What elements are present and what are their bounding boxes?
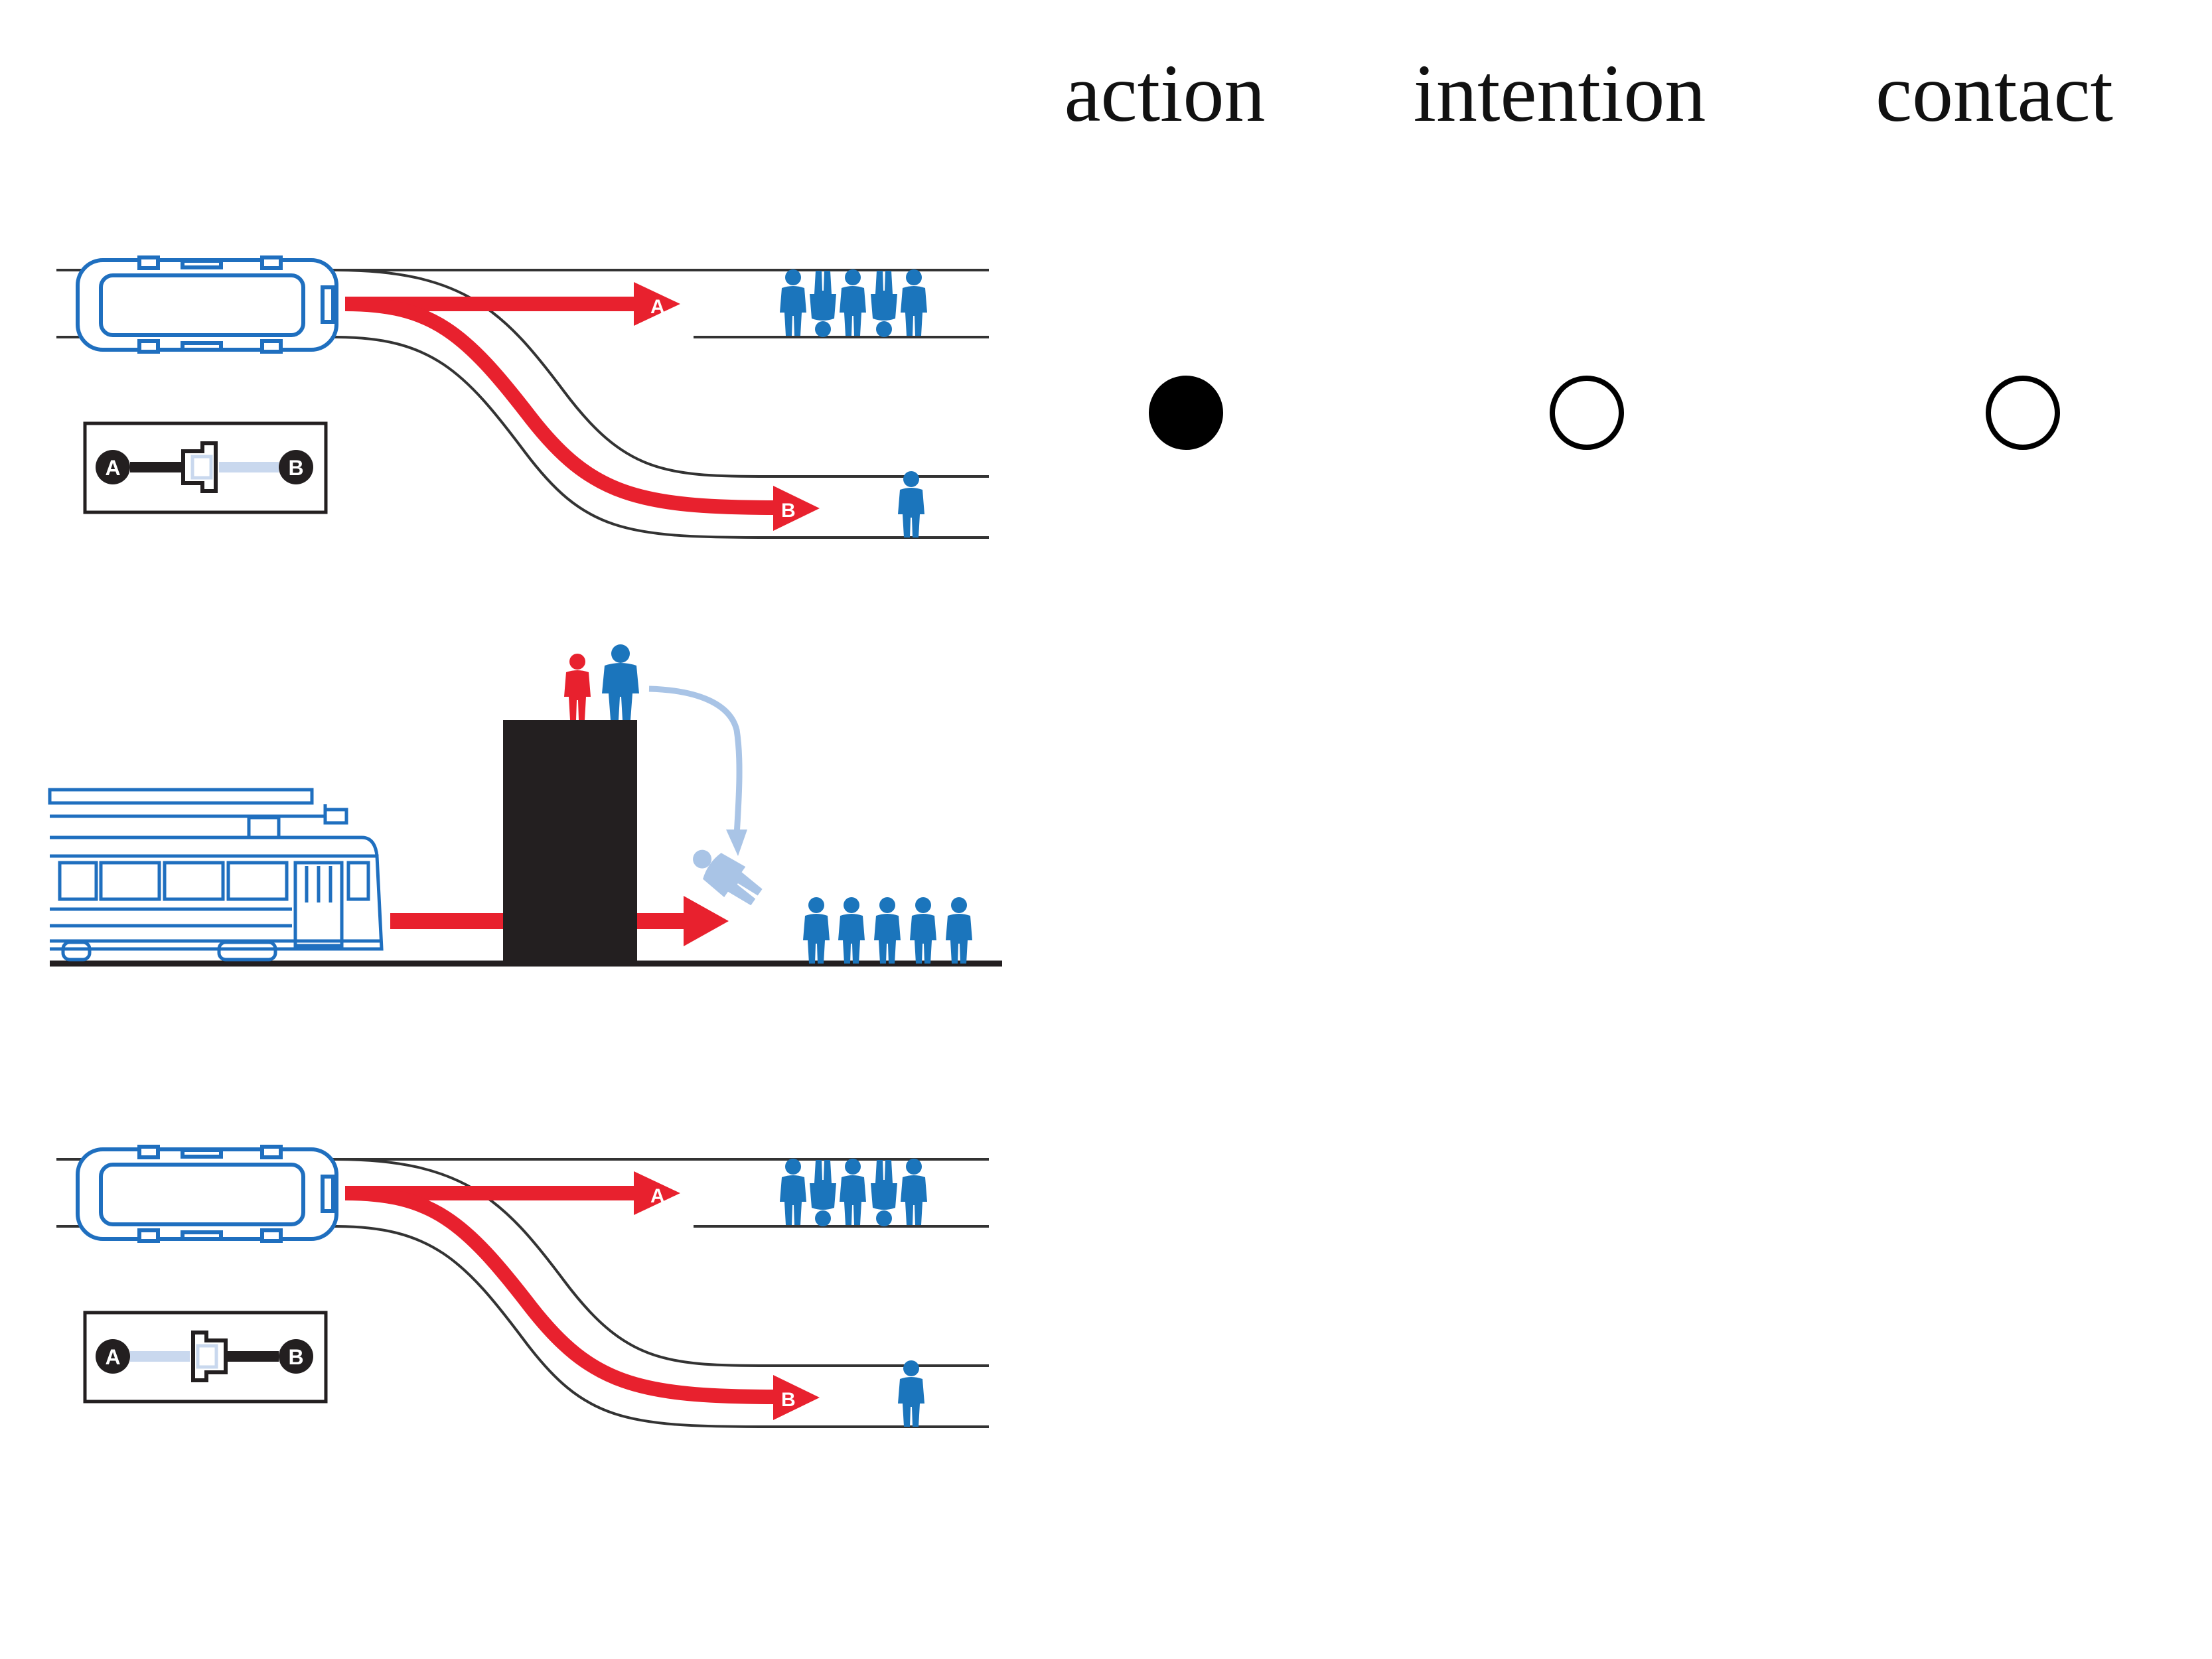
column-label-contact: contact (1876, 48, 2113, 139)
scenario-switch-2: A B A B (56, 1145, 989, 1428)
bystander-pusher (564, 654, 591, 720)
arrow-b-label: B (781, 1389, 796, 1411)
person-track-b (898, 471, 924, 538)
switch-label-b: B (288, 456, 303, 480)
contact-marker (1986, 376, 2060, 450)
trolley-topview (76, 255, 338, 354)
arrow-b-label: B (781, 500, 796, 522)
switch-label-a: A (105, 1345, 120, 1369)
people-track-a (780, 1159, 927, 1226)
person-track-b (898, 1360, 924, 1427)
footbridge (503, 720, 637, 964)
scenario-switch-1: A B A B (56, 255, 989, 539)
action-marker (1149, 376, 1223, 450)
large-man (602, 644, 639, 720)
switch-label-a: A (105, 456, 120, 480)
switch-lever[interactable]: A B (83, 421, 328, 514)
arrow-b: B (344, 1186, 820, 1420)
people-track-a (780, 269, 927, 337)
scenario-footbridge (48, 644, 1002, 967)
column-label-intention: intention (1414, 48, 1706, 139)
switch-label-b: B (288, 1345, 303, 1369)
arrow-b: B (344, 297, 820, 531)
trolley-path-arrow (390, 896, 729, 946)
trolley-sideview (48, 788, 384, 962)
falling-man (684, 838, 768, 912)
arrow-a-label: A (650, 1185, 665, 1207)
fall-arrow (648, 685, 747, 856)
intention-marker (1550, 376, 1624, 450)
arrow-a-label: A (650, 296, 665, 318)
trolley-topview (76, 1145, 338, 1243)
rating-row (1149, 376, 2060, 450)
column-headers: action intention contact (1065, 48, 2114, 139)
column-label-action: action (1065, 48, 1266, 139)
switch-lever[interactable]: A B (83, 1311, 328, 1404)
people-on-track (803, 897, 972, 964)
